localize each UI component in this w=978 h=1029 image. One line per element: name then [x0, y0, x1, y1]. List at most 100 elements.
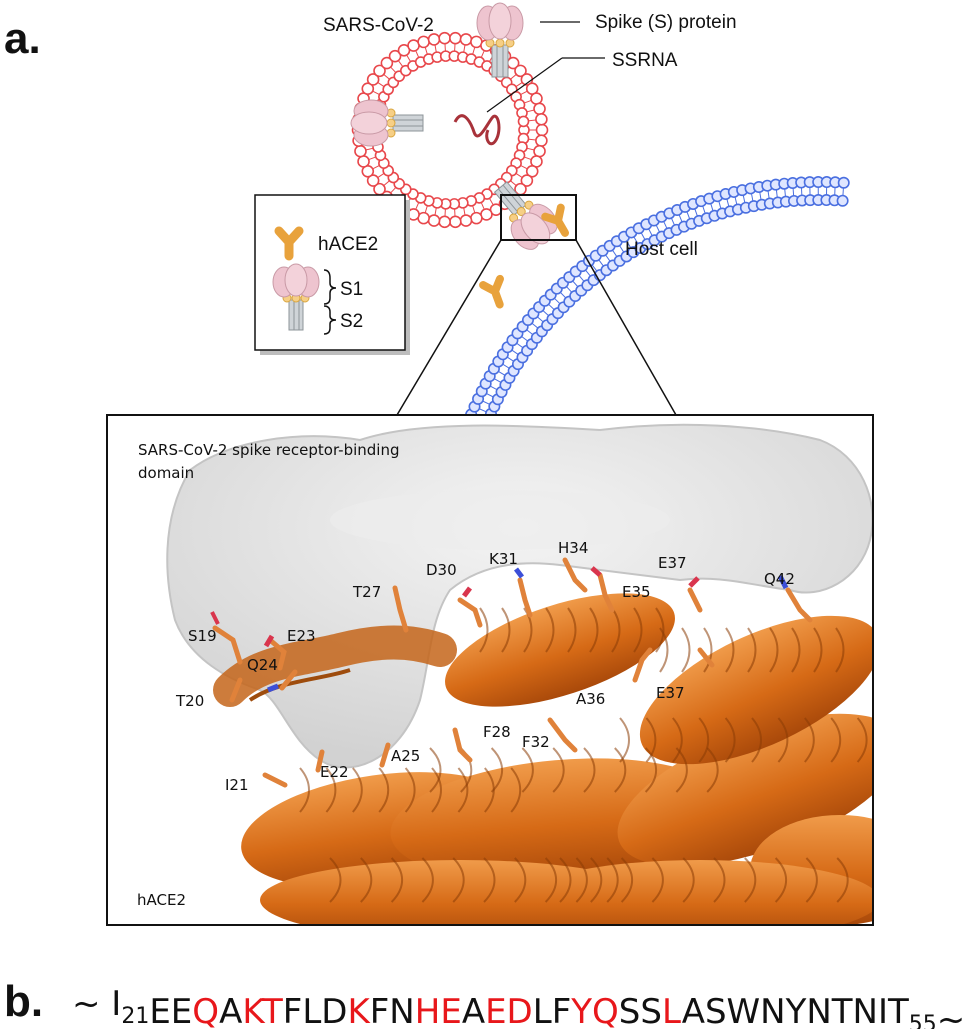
- helix-ridge: [713, 857, 726, 903]
- hace2-receptor-lower: [479, 274, 504, 309]
- virus-lipid-head: [535, 134, 548, 147]
- residue-label-t20: T20: [175, 692, 204, 710]
- legend-s1-brace: [323, 269, 337, 305]
- ssrna-leader-line: [486, 57, 563, 113]
- helix-ridge: [611, 607, 621, 653]
- helix-ridge: [490, 747, 504, 793]
- residue-label-e22: E22: [320, 763, 349, 781]
- helix-ridge: [590, 857, 603, 903]
- residue-labels: S19 T20 I21 E22 E23 Q24 A25 T27 F28 D30 …: [175, 539, 795, 794]
- helix-ridge: [378, 767, 390, 813]
- helix-ridge: [514, 857, 527, 903]
- helix-ridge: [682, 857, 695, 903]
- residue-label-d30: D30: [426, 561, 457, 579]
- helix-ridge: [299, 767, 310, 813]
- helix-ridge: [325, 767, 337, 813]
- helix-ridge: [329, 857, 342, 903]
- virus-lipid-head: [535, 113, 548, 126]
- helix-ridge: [521, 747, 534, 793]
- ssrna-label: SSRNA: [612, 50, 678, 71]
- helix-ridge: [645, 717, 657, 763]
- helix-ridge: [747, 627, 757, 673]
- sequence-residue-highlighted: Q: [192, 992, 219, 1029]
- sequence-residue: ~: [937, 1000, 966, 1029]
- residue-label-e23: E23: [287, 627, 316, 645]
- helix-ridge: [651, 857, 664, 903]
- hace2-receptor-top: [541, 203, 569, 237]
- helix-ridge: [483, 857, 496, 903]
- helix-ridge: [681, 627, 691, 673]
- side-chain-heteroatoms: [210, 566, 789, 693]
- ssrna-strand: [453, 114, 501, 146]
- virus-lipid-head: [449, 215, 462, 229]
- sequence-residue: ASWNYNTNIT: [682, 992, 909, 1029]
- helix-ridge: [805, 857, 818, 903]
- legend-s2-brace: [323, 305, 337, 335]
- spike-protein-top: [476, 2, 524, 78]
- residue-label-a25: A25: [391, 747, 420, 765]
- sequence-residue: ~: [72, 984, 111, 1024]
- helix-ridge: [835, 627, 845, 673]
- side-chain-sticks: [212, 557, 813, 788]
- legend-spike-icon: [272, 263, 320, 331]
- virus-lipid-head: [470, 211, 483, 225]
- helix-ridge: [620, 857, 634, 903]
- helix-ridge: [655, 607, 665, 653]
- helix-ridge: [583, 747, 596, 793]
- helix-ridge: [479, 607, 489, 653]
- residue-label-q24: Q24: [247, 656, 278, 674]
- helix-ridge: [830, 717, 842, 763]
- residue-label-q42: Q42: [764, 570, 795, 588]
- legend-hace2-label: hACE2: [318, 234, 378, 255]
- helix-ridge: [724, 717, 736, 763]
- helix-stripes: [299, 607, 868, 903]
- zoom-line-left: [396, 239, 502, 416]
- residue-label-i21: I21: [225, 776, 249, 794]
- helix-ridge: [501, 607, 511, 653]
- hace2-structure-label: hACE2: [137, 891, 186, 909]
- helix-ridge: [659, 627, 669, 673]
- helix-ridge: [725, 627, 735, 673]
- helix-ridge: [575, 857, 588, 903]
- helix-ridge: [390, 857, 404, 903]
- panel-b-letter: b.: [4, 977, 43, 1026]
- virus-lipid-head: [417, 35, 430, 49]
- helix-ridge: [744, 857, 757, 903]
- hace2-helices: [213, 593, 873, 925]
- residue-label-t27: T27: [352, 583, 381, 601]
- host-cell-label: Host cell: [625, 239, 698, 260]
- host-lipid-head: [836, 194, 849, 207]
- helix-ridge: [644, 747, 658, 793]
- rbd-label-line2: domain: [138, 464, 194, 482]
- rbd-surface-shadow: [330, 490, 670, 550]
- helix-ridge: [804, 717, 815, 763]
- structure-panel-frame: [106, 414, 874, 926]
- virus-lipid-head: [449, 31, 462, 45]
- sequence-residue: EE: [149, 992, 192, 1029]
- helix-ridge: [751, 717, 762, 763]
- sequence-residue-highlighted: L: [662, 992, 682, 1029]
- panel-a-letter: a.: [4, 14, 41, 63]
- helix-ridge: [791, 627, 801, 673]
- legend-s2-label: S2: [340, 311, 363, 332]
- helix-ridge: [774, 857, 788, 903]
- residue-label-s19: S19: [188, 627, 217, 645]
- rbd-label-line1: SARS-CoV-2 spike receptor-binding: [138, 441, 399, 459]
- residue-label-a36: A36: [576, 690, 605, 708]
- virus-lipid-head: [438, 31, 451, 45]
- helix-ridge: [589, 607, 599, 653]
- helix-ridge: [836, 857, 849, 903]
- helix-ridge: [523, 607, 533, 653]
- virus-lipid-head: [517, 115, 530, 128]
- sequence-residue: SS: [619, 992, 662, 1029]
- legend-s1-label: S1: [340, 279, 363, 300]
- residue-label-h34: H34: [558, 539, 588, 557]
- helix-ridge: [544, 857, 558, 903]
- virus-lipid-head: [525, 164, 539, 178]
- zoom-region-box: [500, 194, 577, 241]
- sequence-residue: FN: [370, 992, 415, 1029]
- virus-lipid-head: [373, 64, 386, 78]
- helix-ridge: [672, 717, 683, 763]
- helix-ridge: [606, 857, 619, 903]
